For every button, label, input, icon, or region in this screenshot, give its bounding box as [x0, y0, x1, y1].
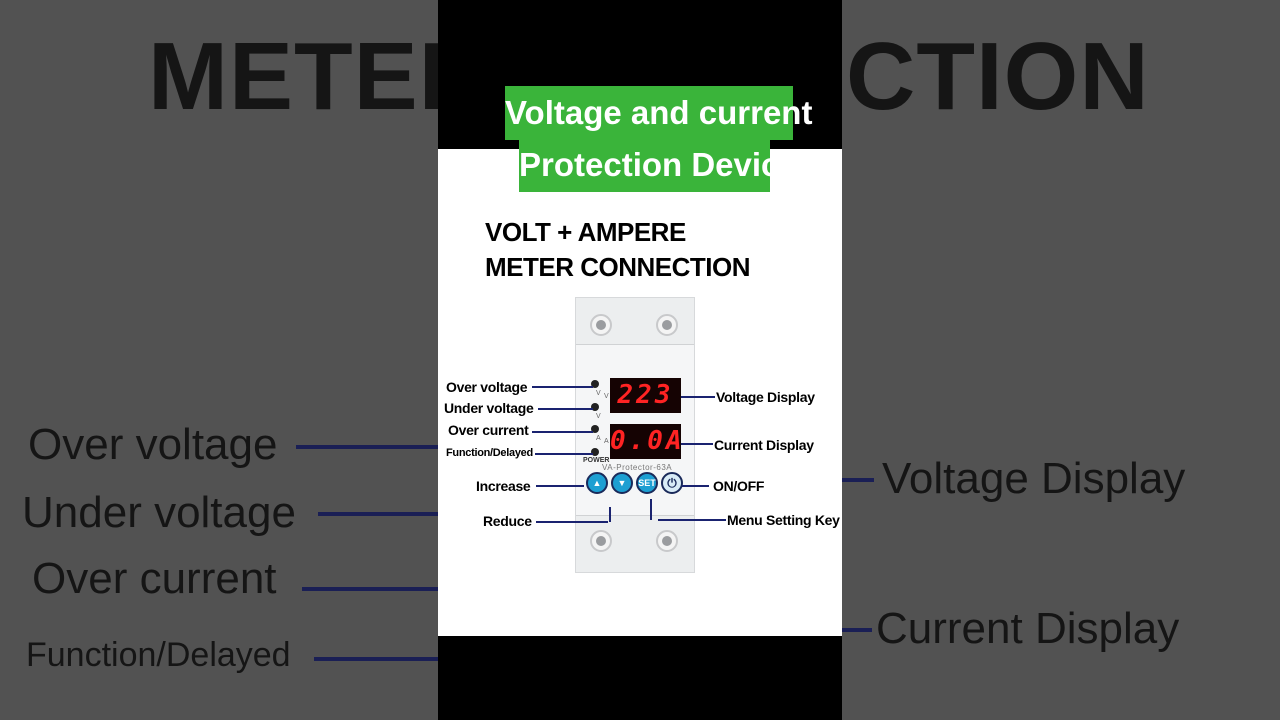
- led-v1-mark: V: [596, 390, 601, 397]
- label-over-voltage: Over voltage: [446, 379, 528, 395]
- model-label: VA-Protector-63A: [602, 463, 673, 472]
- bg-label-function-delayed: Function/Delayed: [26, 636, 291, 674]
- unit-a: A: [604, 438, 609, 445]
- bg-label-over-voltage: Over voltage: [28, 420, 278, 469]
- label-increase: Increase: [476, 478, 531, 494]
- increase-button[interactable]: ▲: [586, 472, 608, 494]
- bg-title-left: METER: [148, 23, 489, 130]
- bg-label-voltage-display: Voltage Display: [882, 454, 1186, 503]
- screw-icon: [590, 314, 612, 336]
- leader-line: [536, 485, 584, 487]
- led-over-current: [591, 425, 599, 433]
- leader-line: [609, 507, 611, 522]
- leader-line: [650, 499, 652, 520]
- leader-line: [532, 431, 593, 433]
- screw-icon: [590, 530, 612, 552]
- power-icon[interactable]: ⏻: [661, 472, 683, 494]
- label-reduce: Reduce: [483, 513, 532, 529]
- screw-icon: [656, 314, 678, 336]
- led-over-voltage: [591, 380, 599, 388]
- protector-device: V V A POWER V 223 A 0.0A VA-Protector-63…: [575, 297, 695, 573]
- label-under-voltage: Under voltage: [444, 400, 534, 416]
- power-label: POWER: [583, 457, 610, 464]
- label-menu-setting-key: Menu Setting Key: [727, 512, 840, 528]
- label-voltage-display: Voltage Display: [716, 389, 815, 405]
- label-over-current: Over current: [448, 422, 529, 438]
- bg-line: [842, 478, 874, 482]
- set-button[interactable]: SET: [636, 472, 658, 494]
- led-v2-mark: V: [596, 413, 601, 420]
- label-current-display: Current Display: [714, 437, 814, 453]
- caption-line1: Voltage and current: [505, 86, 812, 140]
- bg-line: [842, 628, 872, 632]
- bg-label-over-current: Over current: [32, 554, 277, 603]
- leader-line: [535, 453, 593, 455]
- leader-line: [658, 519, 726, 521]
- led-function: [591, 448, 599, 456]
- bg-line: [314, 657, 438, 661]
- led-a-mark: A: [596, 435, 601, 442]
- leader-line: [532, 386, 593, 388]
- bg-line: [302, 587, 438, 591]
- caption-line2: Protection Device: [519, 140, 798, 192]
- voltage-display: 223: [610, 378, 681, 413]
- label-on-off: ON/OFF: [713, 478, 765, 494]
- bg-title-right: CTION: [846, 23, 1150, 130]
- screw-icon: [656, 530, 678, 552]
- leader-line: [681, 396, 715, 398]
- diagram-heading-line2: METER CONNECTION: [485, 252, 751, 282]
- leader-line: [681, 443, 713, 445]
- leader-line: [536, 521, 608, 523]
- bg-label-current-display: Current Display: [876, 604, 1180, 653]
- diagram-heading-line1: VOLT + AMPERE: [485, 217, 686, 247]
- current-display: 0.0A: [610, 424, 682, 459]
- leader-line: [682, 485, 709, 487]
- reduce-button[interactable]: ▼: [611, 472, 633, 494]
- diagram-card: VOLT + AMPERE METER CONNECTION V V A POW…: [438, 149, 842, 636]
- led-under-voltage: [591, 403, 599, 411]
- bg-label-under-voltage: Under voltage: [22, 488, 296, 537]
- bg-line: [296, 445, 438, 449]
- leader-line: [538, 408, 593, 410]
- label-function-delayed: Function/Delayed: [446, 447, 533, 459]
- unit-v: V: [604, 393, 609, 400]
- bg-line: [318, 512, 438, 516]
